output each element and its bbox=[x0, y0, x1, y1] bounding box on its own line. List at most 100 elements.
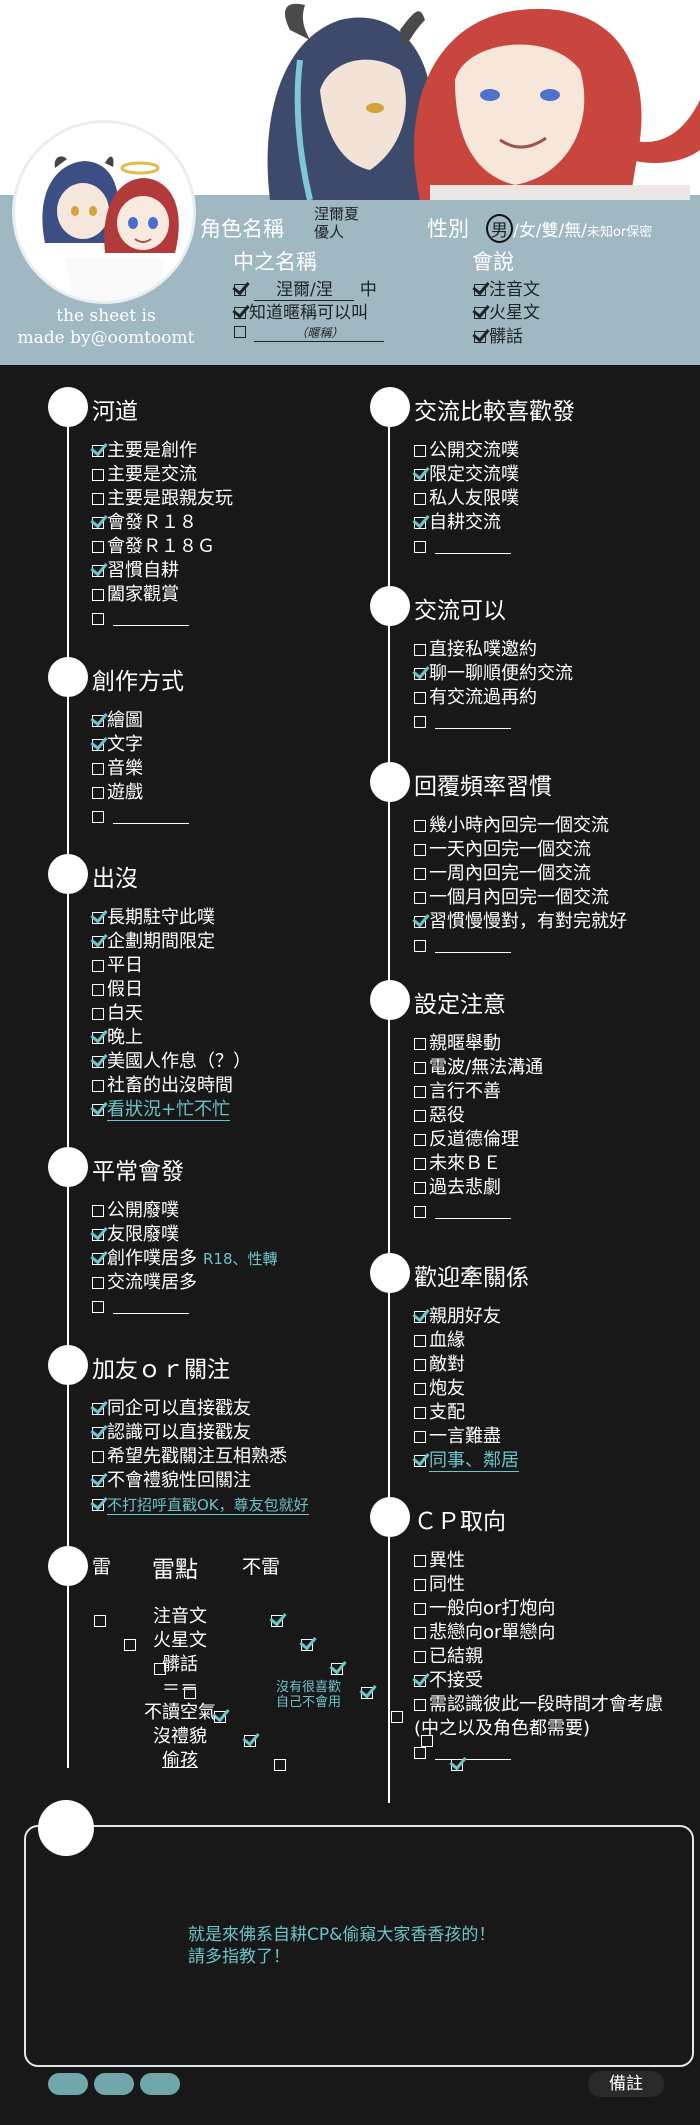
checkbox-checked[interactable] bbox=[92, 1253, 104, 1265]
checkbox-checked[interactable] bbox=[92, 1056, 104, 1068]
checklist-item[interactable]: 一言難盡 bbox=[414, 1425, 501, 1449]
checklist-item[interactable]: 音樂 bbox=[92, 757, 143, 781]
checkbox-unchecked[interactable] bbox=[414, 1407, 426, 1419]
checklist-item[interactable]: 同性 bbox=[414, 1573, 465, 1597]
checkbox-unchecked[interactable] bbox=[92, 763, 104, 775]
checklist-item[interactable]: 希望先戳關注互相熟悉 bbox=[92, 1445, 287, 1469]
checklist-item[interactable]: 一般向or打炮向 bbox=[414, 1597, 555, 1621]
checkbox-unchecked[interactable] bbox=[391, 1711, 403, 1723]
checkbox-checked[interactable] bbox=[92, 565, 104, 577]
checkbox-unchecked[interactable] bbox=[414, 1699, 426, 1711]
checklist-item[interactable]: 一周內回完一個交流 bbox=[414, 862, 591, 886]
checklist-item[interactable]: 需認識彼此一段時間才會考慮 bbox=[414, 1693, 663, 1717]
checkbox-unchecked[interactable] bbox=[92, 469, 104, 481]
blank-line[interactable] bbox=[435, 1745, 511, 1760]
blank-line[interactable] bbox=[113, 611, 189, 626]
blank-line[interactable] bbox=[435, 714, 511, 729]
checklist-item[interactable]: 悲戀向or單戀向 bbox=[414, 1621, 555, 1645]
checklist-item[interactable]: 交流噗居多 bbox=[92, 1271, 197, 1295]
checkbox-checked[interactable] bbox=[234, 307, 246, 319]
checklist-item[interactable]: 惡役 bbox=[414, 1104, 465, 1128]
checkbox-checked[interactable] bbox=[271, 1615, 283, 1627]
gender-option-none[interactable]: 無 bbox=[564, 221, 582, 241]
checklist-item[interactable]: (中之以及角色都需要) bbox=[414, 1717, 590, 1741]
checklist-item[interactable]: 電波/無法溝通 bbox=[414, 1056, 543, 1080]
checklist-item[interactable]: 假日 bbox=[92, 978, 143, 1002]
checkbox-checked[interactable] bbox=[92, 1104, 104, 1116]
checkbox-unchecked[interactable] bbox=[421, 1735, 433, 1747]
checkbox-unchecked[interactable] bbox=[414, 1383, 426, 1395]
checklist-item[interactable]: 主要是創作 bbox=[92, 439, 197, 463]
checkbox-checked[interactable] bbox=[414, 1455, 426, 1467]
checklist-item[interactable]: 私人友限噗 bbox=[414, 487, 519, 511]
checkbox-checked[interactable] bbox=[474, 307, 486, 319]
checkbox-checked[interactable] bbox=[92, 445, 104, 457]
checklist-item[interactable]: 公開交流噗 bbox=[414, 439, 519, 463]
gender-options[interactable]: 男/女/雙/無/未知or保密 bbox=[486, 214, 652, 243]
checkbox-checked[interactable] bbox=[234, 284, 246, 296]
gender-option-unknown[interactable]: 未知or保密 bbox=[586, 225, 653, 240]
checkbox-checked[interactable] bbox=[214, 1711, 226, 1723]
nickname-line-3[interactable]: （暱稱） bbox=[234, 322, 385, 342]
checkbox-checked[interactable] bbox=[414, 668, 426, 680]
checklist-item[interactable]: 敵對 bbox=[414, 1353, 465, 1377]
checkbox-unchecked[interactable] bbox=[234, 326, 246, 338]
checkbox-checked[interactable] bbox=[301, 1639, 313, 1651]
checkbox-checked[interactable] bbox=[92, 739, 104, 751]
gender-option-both[interactable]: 雙 bbox=[541, 221, 559, 241]
blank-line[interactable] bbox=[435, 938, 511, 953]
checkbox-unchecked[interactable] bbox=[92, 787, 104, 799]
checklist-item[interactable] bbox=[92, 805, 189, 829]
checklist-item[interactable] bbox=[414, 1741, 511, 1765]
checklist-item[interactable] bbox=[414, 710, 511, 734]
checkbox-unchecked[interactable] bbox=[414, 1086, 426, 1098]
blank-line[interactable] bbox=[435, 1204, 511, 1219]
checkbox-unchecked[interactable] bbox=[414, 892, 426, 904]
checklist-item[interactable]: 繪圖 bbox=[92, 709, 143, 733]
checklist-item[interactable]: 認識可以直接戳友 bbox=[92, 1421, 251, 1445]
checkbox-checked[interactable] bbox=[474, 331, 486, 343]
checklist-item[interactable]: 直接私噗邀約 bbox=[414, 638, 537, 662]
checkbox-unchecked[interactable] bbox=[414, 940, 426, 952]
checkbox-unchecked[interactable] bbox=[414, 1206, 426, 1218]
checkbox-unchecked[interactable] bbox=[414, 1627, 426, 1639]
nickname-blank-field[interactable]: （暱稱） bbox=[254, 324, 385, 342]
checklist-item[interactable]: 同企可以直接戳友 bbox=[92, 1397, 251, 1421]
checkbox-unchecked[interactable] bbox=[414, 1359, 426, 1371]
blank-line[interactable] bbox=[113, 1299, 189, 1314]
checkbox-unchecked[interactable] bbox=[414, 1603, 426, 1615]
checkbox-unchecked[interactable] bbox=[414, 644, 426, 656]
checklist-item[interactable]: 企劃期間限定 bbox=[92, 930, 215, 954]
checkbox-checked[interactable] bbox=[92, 517, 104, 529]
checklist-item[interactable] bbox=[92, 1295, 189, 1319]
checkbox-checked[interactable] bbox=[92, 912, 104, 924]
checklist-item[interactable]: 闔家觀賞 bbox=[92, 583, 179, 607]
checklist-item[interactable]: 親朋好友 bbox=[414, 1305, 501, 1329]
checklist-item[interactable]: 一個月內回完一個交流 bbox=[414, 886, 609, 910]
blank-line[interactable] bbox=[113, 809, 189, 824]
checkbox-checked[interactable] bbox=[92, 936, 104, 948]
checkbox-unchecked[interactable] bbox=[414, 1579, 426, 1591]
checklist-item[interactable]: 過去悲劇 bbox=[414, 1176, 501, 1200]
checklist-item[interactable]: 長期駐守此噗 bbox=[92, 906, 215, 930]
checkbox-unchecked[interactable] bbox=[92, 1301, 104, 1313]
checklist-item[interactable]: 一天內回完一個交流 bbox=[414, 838, 591, 862]
checklist-item[interactable]: 晚上 bbox=[92, 1026, 143, 1050]
checklist-item[interactable]: 已結親 bbox=[414, 1645, 483, 1669]
checklist-item[interactable]: 白天 bbox=[92, 1002, 143, 1026]
checklist-item[interactable]: 親暱舉動 bbox=[414, 1032, 501, 1056]
checkbox-unchecked[interactable] bbox=[414, 541, 426, 553]
checklist-item[interactable]: 會發Ｒ１８ bbox=[92, 511, 197, 535]
checkbox-unchecked[interactable] bbox=[92, 1008, 104, 1020]
can-say-item[interactable]: 髒話 bbox=[474, 322, 523, 347]
checkbox-checked[interactable] bbox=[92, 1475, 104, 1487]
checkbox-unchecked[interactable] bbox=[92, 589, 104, 601]
checklist-item[interactable]: 反道德倫理 bbox=[414, 1128, 519, 1152]
checkbox-unchecked[interactable] bbox=[92, 984, 104, 996]
gender-option-male[interactable]: 男 bbox=[486, 214, 513, 243]
checkbox-checked[interactable] bbox=[414, 1311, 426, 1323]
checklist-item[interactable]: 友限廢噗 bbox=[92, 1223, 179, 1247]
checklist-item[interactable]: 聊一聊順便約交流 bbox=[414, 662, 573, 686]
checklist-item[interactable]: 有交流過再約 bbox=[414, 686, 537, 710]
